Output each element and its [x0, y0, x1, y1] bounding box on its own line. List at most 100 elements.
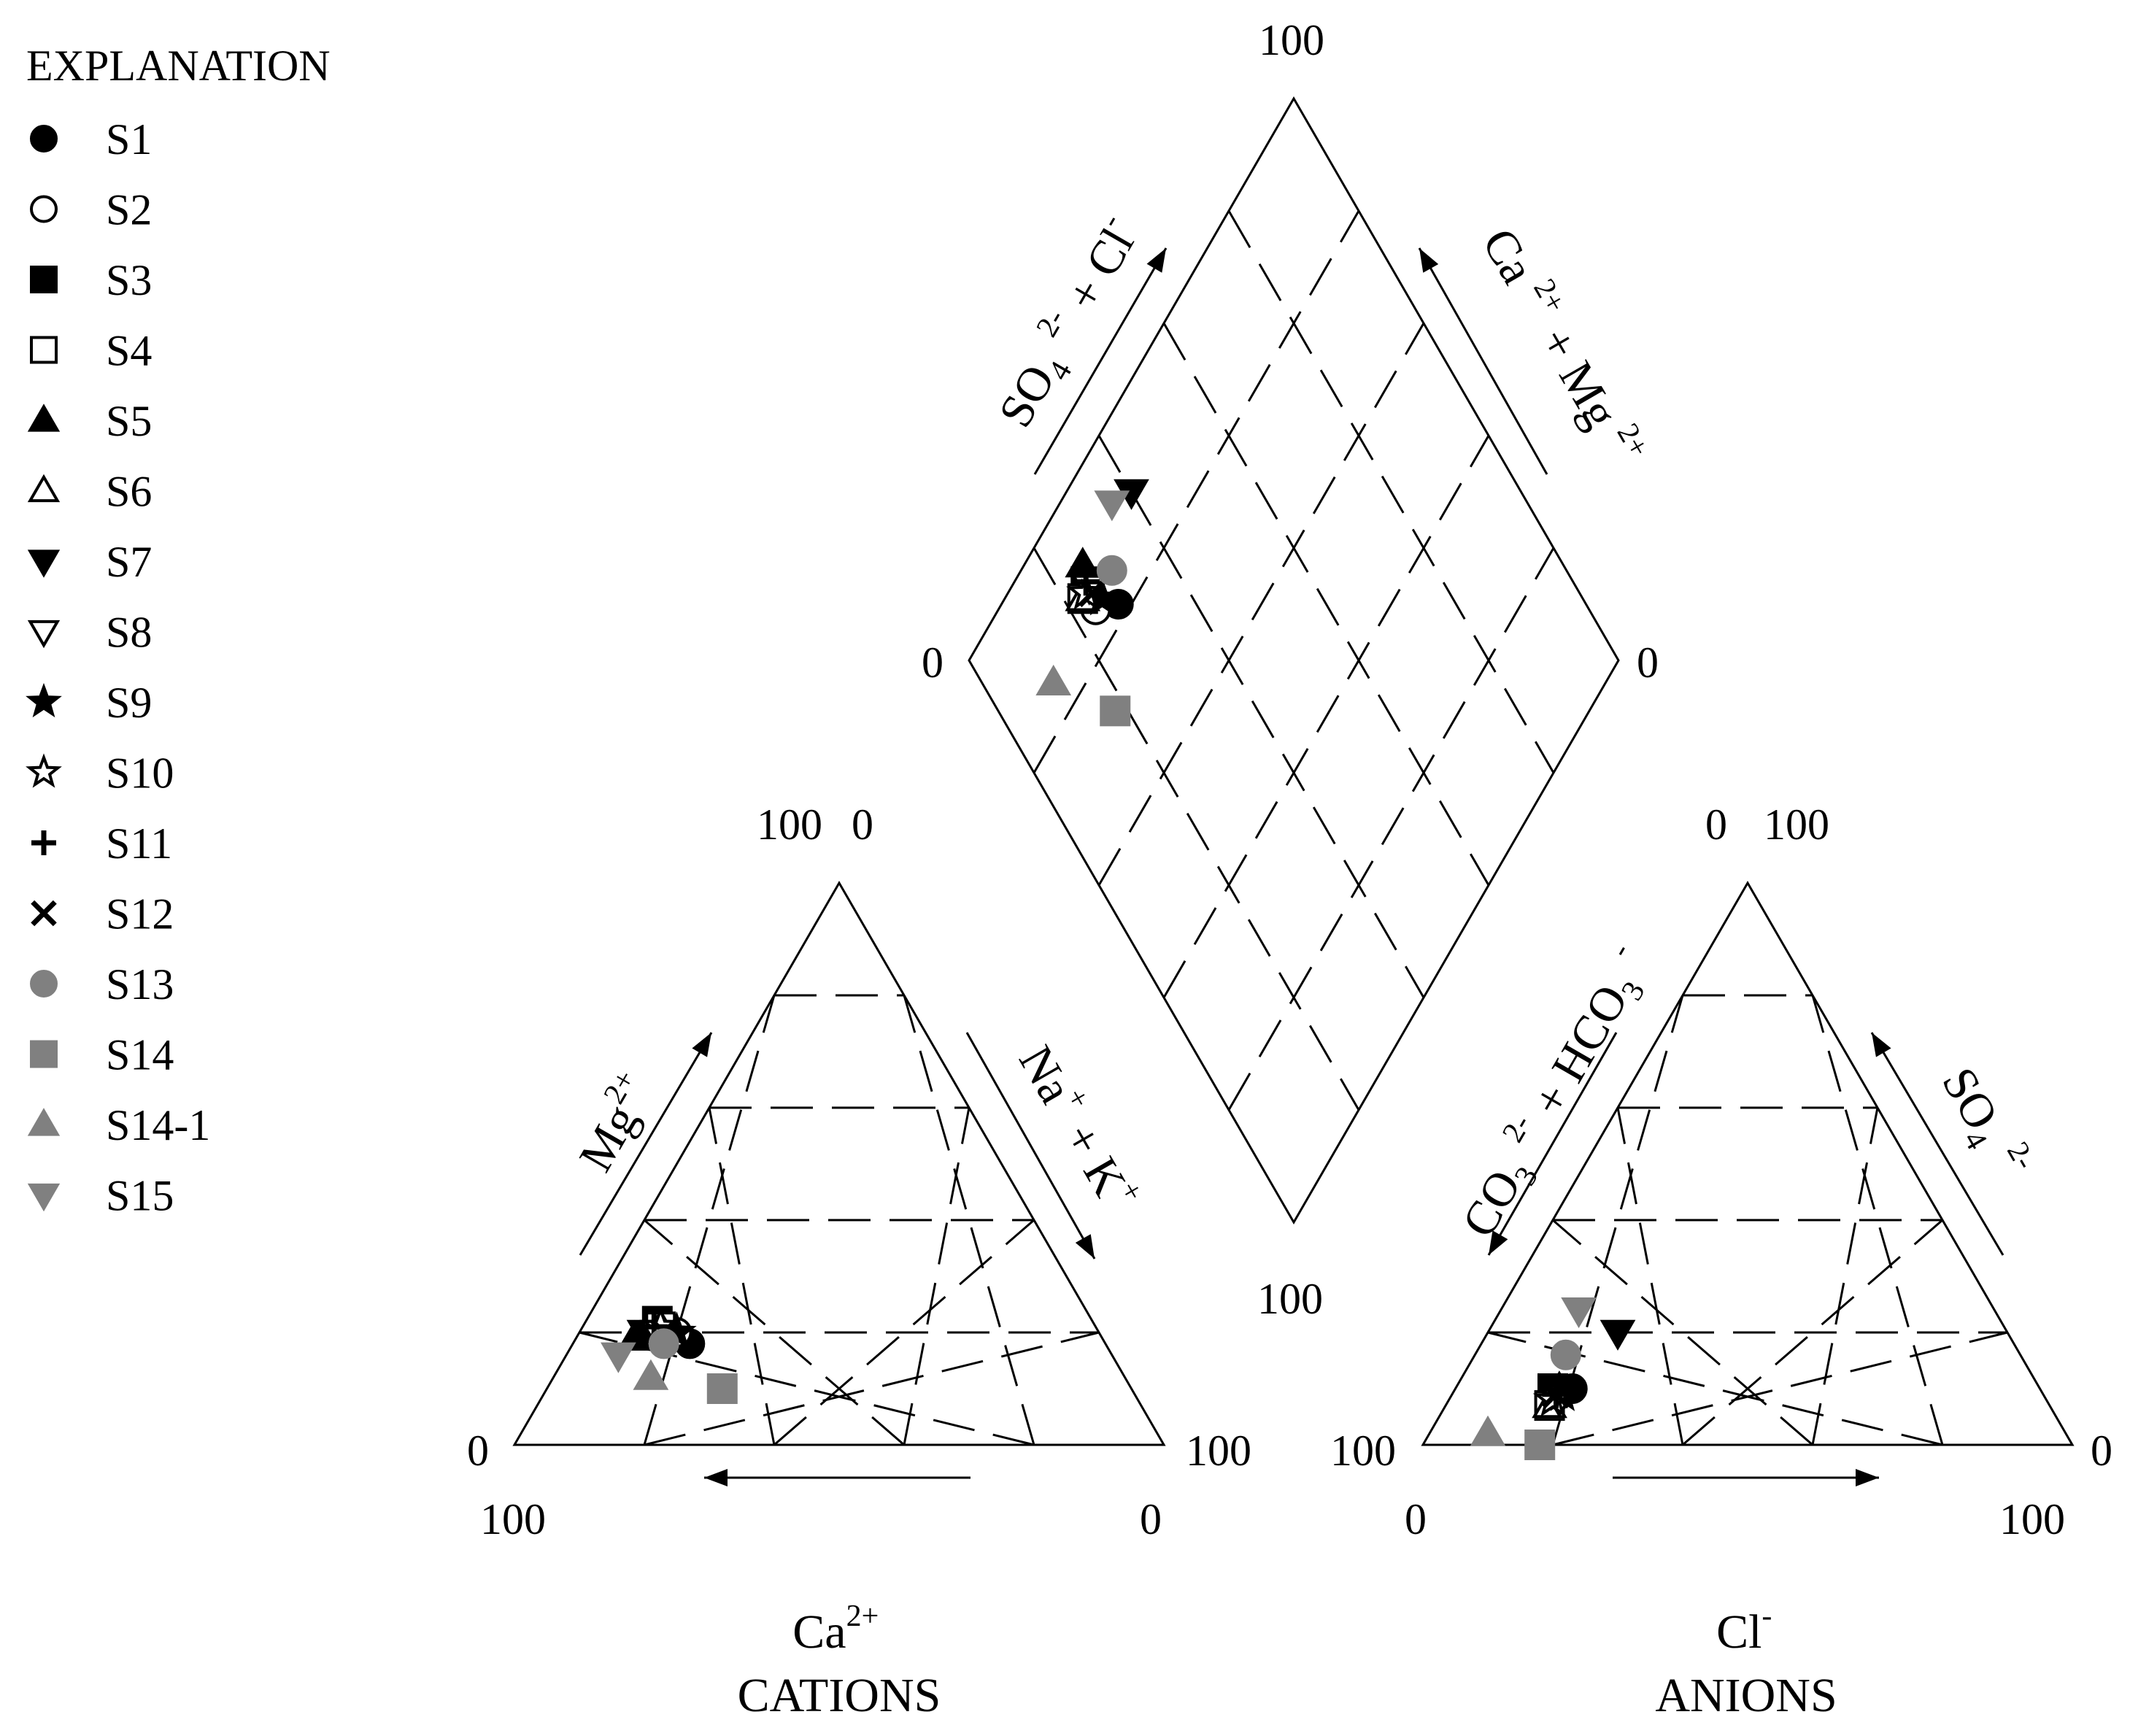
anion-point-s14	[1524, 1430, 1556, 1460]
legend-title: EXPLANATION	[26, 42, 331, 90]
diamond-bottom-tick: 100	[1257, 1275, 1323, 1323]
cation-left-tick-lower: 100	[480, 1495, 546, 1543]
diamond-frame	[968, 96, 1620, 1224]
anion-gridline	[1552, 1331, 2008, 1446]
cation-gridline	[903, 995, 1035, 1446]
legend-marker-s8	[27, 620, 61, 649]
legend-marker-s5	[27, 404, 61, 432]
nak-axis-arrow-shaft	[965, 1032, 1096, 1259]
legend-label-s14-1: S14-1	[106, 1101, 210, 1149]
legend-marker-s14-1	[27, 1108, 61, 1136]
camg-axis-arrow-head	[1419, 248, 1439, 273]
so4cl-axis-label: SO4 2- + Cl-	[984, 204, 1157, 439]
cation-point-s15	[601, 1342, 636, 1373]
cation-apex-tick-left: 100	[757, 801, 822, 849]
legend-label-s1: S1	[106, 115, 152, 163]
co3hco3-axis-arrow-shaft	[1487, 1032, 1618, 1256]
cl-axis-label: Cl-	[1716, 1600, 1776, 1659]
anion-triangle-frame	[1421, 881, 2075, 1446]
cl-axis-arrow-head	[1856, 1469, 1879, 1486]
anion-point-s12-b	[1541, 1380, 1571, 1409]
mg-axis-arrow-head	[692, 1033, 711, 1057]
sample-points	[601, 479, 1636, 1460]
anion-triangle-title: ANIONS	[1655, 1669, 1837, 1722]
cation-point-s14-1	[633, 1359, 669, 1390]
legend-label-s6: S6	[106, 468, 152, 516]
ca-axis-label: Ca2+	[792, 1600, 883, 1659]
cation-right-tick-lower: 0	[1140, 1495, 1162, 1543]
diamond-point-s12-b	[1078, 579, 1107, 608]
anion-point-s13	[1550, 1339, 1581, 1370]
ca-axis-arrow	[704, 1469, 971, 1486]
legend-marker-s11	[31, 830, 56, 855]
cation-gridline	[644, 1331, 1100, 1446]
legend-marker-s6	[27, 474, 61, 503]
anion-gridline	[1682, 1219, 1943, 1446]
anion-gridline	[1552, 1219, 1813, 1446]
nak-axis-label: Na+ + K+	[1008, 1034, 1152, 1224]
so4-axis-arrow	[1870, 1032, 2004, 1256]
cation-gridline	[773, 1219, 1035, 1446]
diamond-gridline	[1033, 547, 1360, 1111]
diamond-point-s14-1	[1035, 664, 1072, 695]
diamond-point-s13	[1096, 555, 1127, 586]
co3hco3-axis-arrow-head	[1489, 1230, 1508, 1255]
legend-label-s9: S9	[106, 679, 152, 727]
diamond-point-s12	[1078, 579, 1107, 608]
diamond-gridline	[1227, 547, 1555, 1111]
diamond-left-tick: 0	[922, 639, 944, 687]
anion-apex-tick-right: 100	[1764, 801, 1829, 849]
mg-axis-label: Mg2+	[564, 1061, 667, 1180]
cation-triangle-frame	[512, 881, 1166, 1446]
co3hco3-axis-label: CO3 2- + HCO3 -	[1447, 934, 1667, 1249]
legend-marker-s2	[30, 195, 58, 223]
diamond-point-s14	[1100, 695, 1131, 727]
diamond-top-tick: 100	[1259, 16, 1324, 64]
so4-axis-arrow-shaft	[1870, 1032, 2004, 1256]
cation-left-tick-upper: 0	[467, 1427, 489, 1475]
anion-right-tick-lower: 100	[1999, 1495, 2065, 1543]
cation-point-s14	[706, 1373, 738, 1404]
legend-label-s7: S7	[106, 538, 152, 586]
diamond-gridline	[1162, 435, 1490, 998]
legend-label-s10: S10	[106, 749, 174, 798]
legend-marker-s12	[31, 900, 57, 927]
legend-label-s14: S14	[106, 1031, 174, 1079]
mg-axis-arrow	[579, 1032, 713, 1256]
cl-axis-arrow	[1613, 1469, 1879, 1486]
co3hco3-axis-arrow	[1487, 1032, 1618, 1256]
cation-gridline	[708, 1107, 776, 1446]
anion-apex-tick-left: 0	[1705, 801, 1727, 849]
legend-label-s11: S11	[106, 819, 172, 868]
diamond-gridline	[1097, 323, 1425, 886]
diamond-gridline	[1097, 435, 1425, 998]
cation-gridline	[644, 1219, 905, 1446]
axis-arrows	[579, 247, 2004, 1486]
so4cl-axis-arrow-head	[1146, 248, 1166, 273]
legend: EXPLANATIONS1S2S3S4S5S6S7S8S9S10S11S12S1…	[26, 42, 331, 1220]
nak-axis-arrow	[965, 1032, 1096, 1259]
diamond-point-s5	[1065, 547, 1101, 578]
diamond-gridline	[1033, 210, 1360, 774]
anion-left-tick-upper: 100	[1330, 1427, 1396, 1475]
camg-axis-arrow	[1418, 247, 1548, 475]
camg-axis-label: Ca 2+ + Mg 2+	[1472, 217, 1657, 479]
legend-label-s12: S12	[106, 890, 174, 938]
nak-axis-arrow-head	[1075, 1234, 1095, 1259]
legend-label-s15: S15	[106, 1172, 174, 1220]
cation-apex-tick-right: 0	[852, 801, 873, 849]
legend-marker-s15	[27, 1183, 61, 1212]
legend-marker-s13	[30, 970, 58, 998]
legend-label-s2: S2	[106, 186, 152, 234]
diamond-point-s15	[1094, 490, 1130, 522]
cation-gridline	[903, 1107, 971, 1446]
camg-axis-arrow-shaft	[1418, 247, 1548, 475]
anion-point-s14-1	[1470, 1415, 1506, 1446]
diamond-gridline	[1162, 323, 1490, 886]
legend-marker-s14	[30, 1040, 58, 1068]
anion-gridline	[1811, 1107, 1879, 1446]
anion-gridline	[1551, 995, 1684, 1446]
legend-label-s4: S4	[106, 327, 152, 375]
